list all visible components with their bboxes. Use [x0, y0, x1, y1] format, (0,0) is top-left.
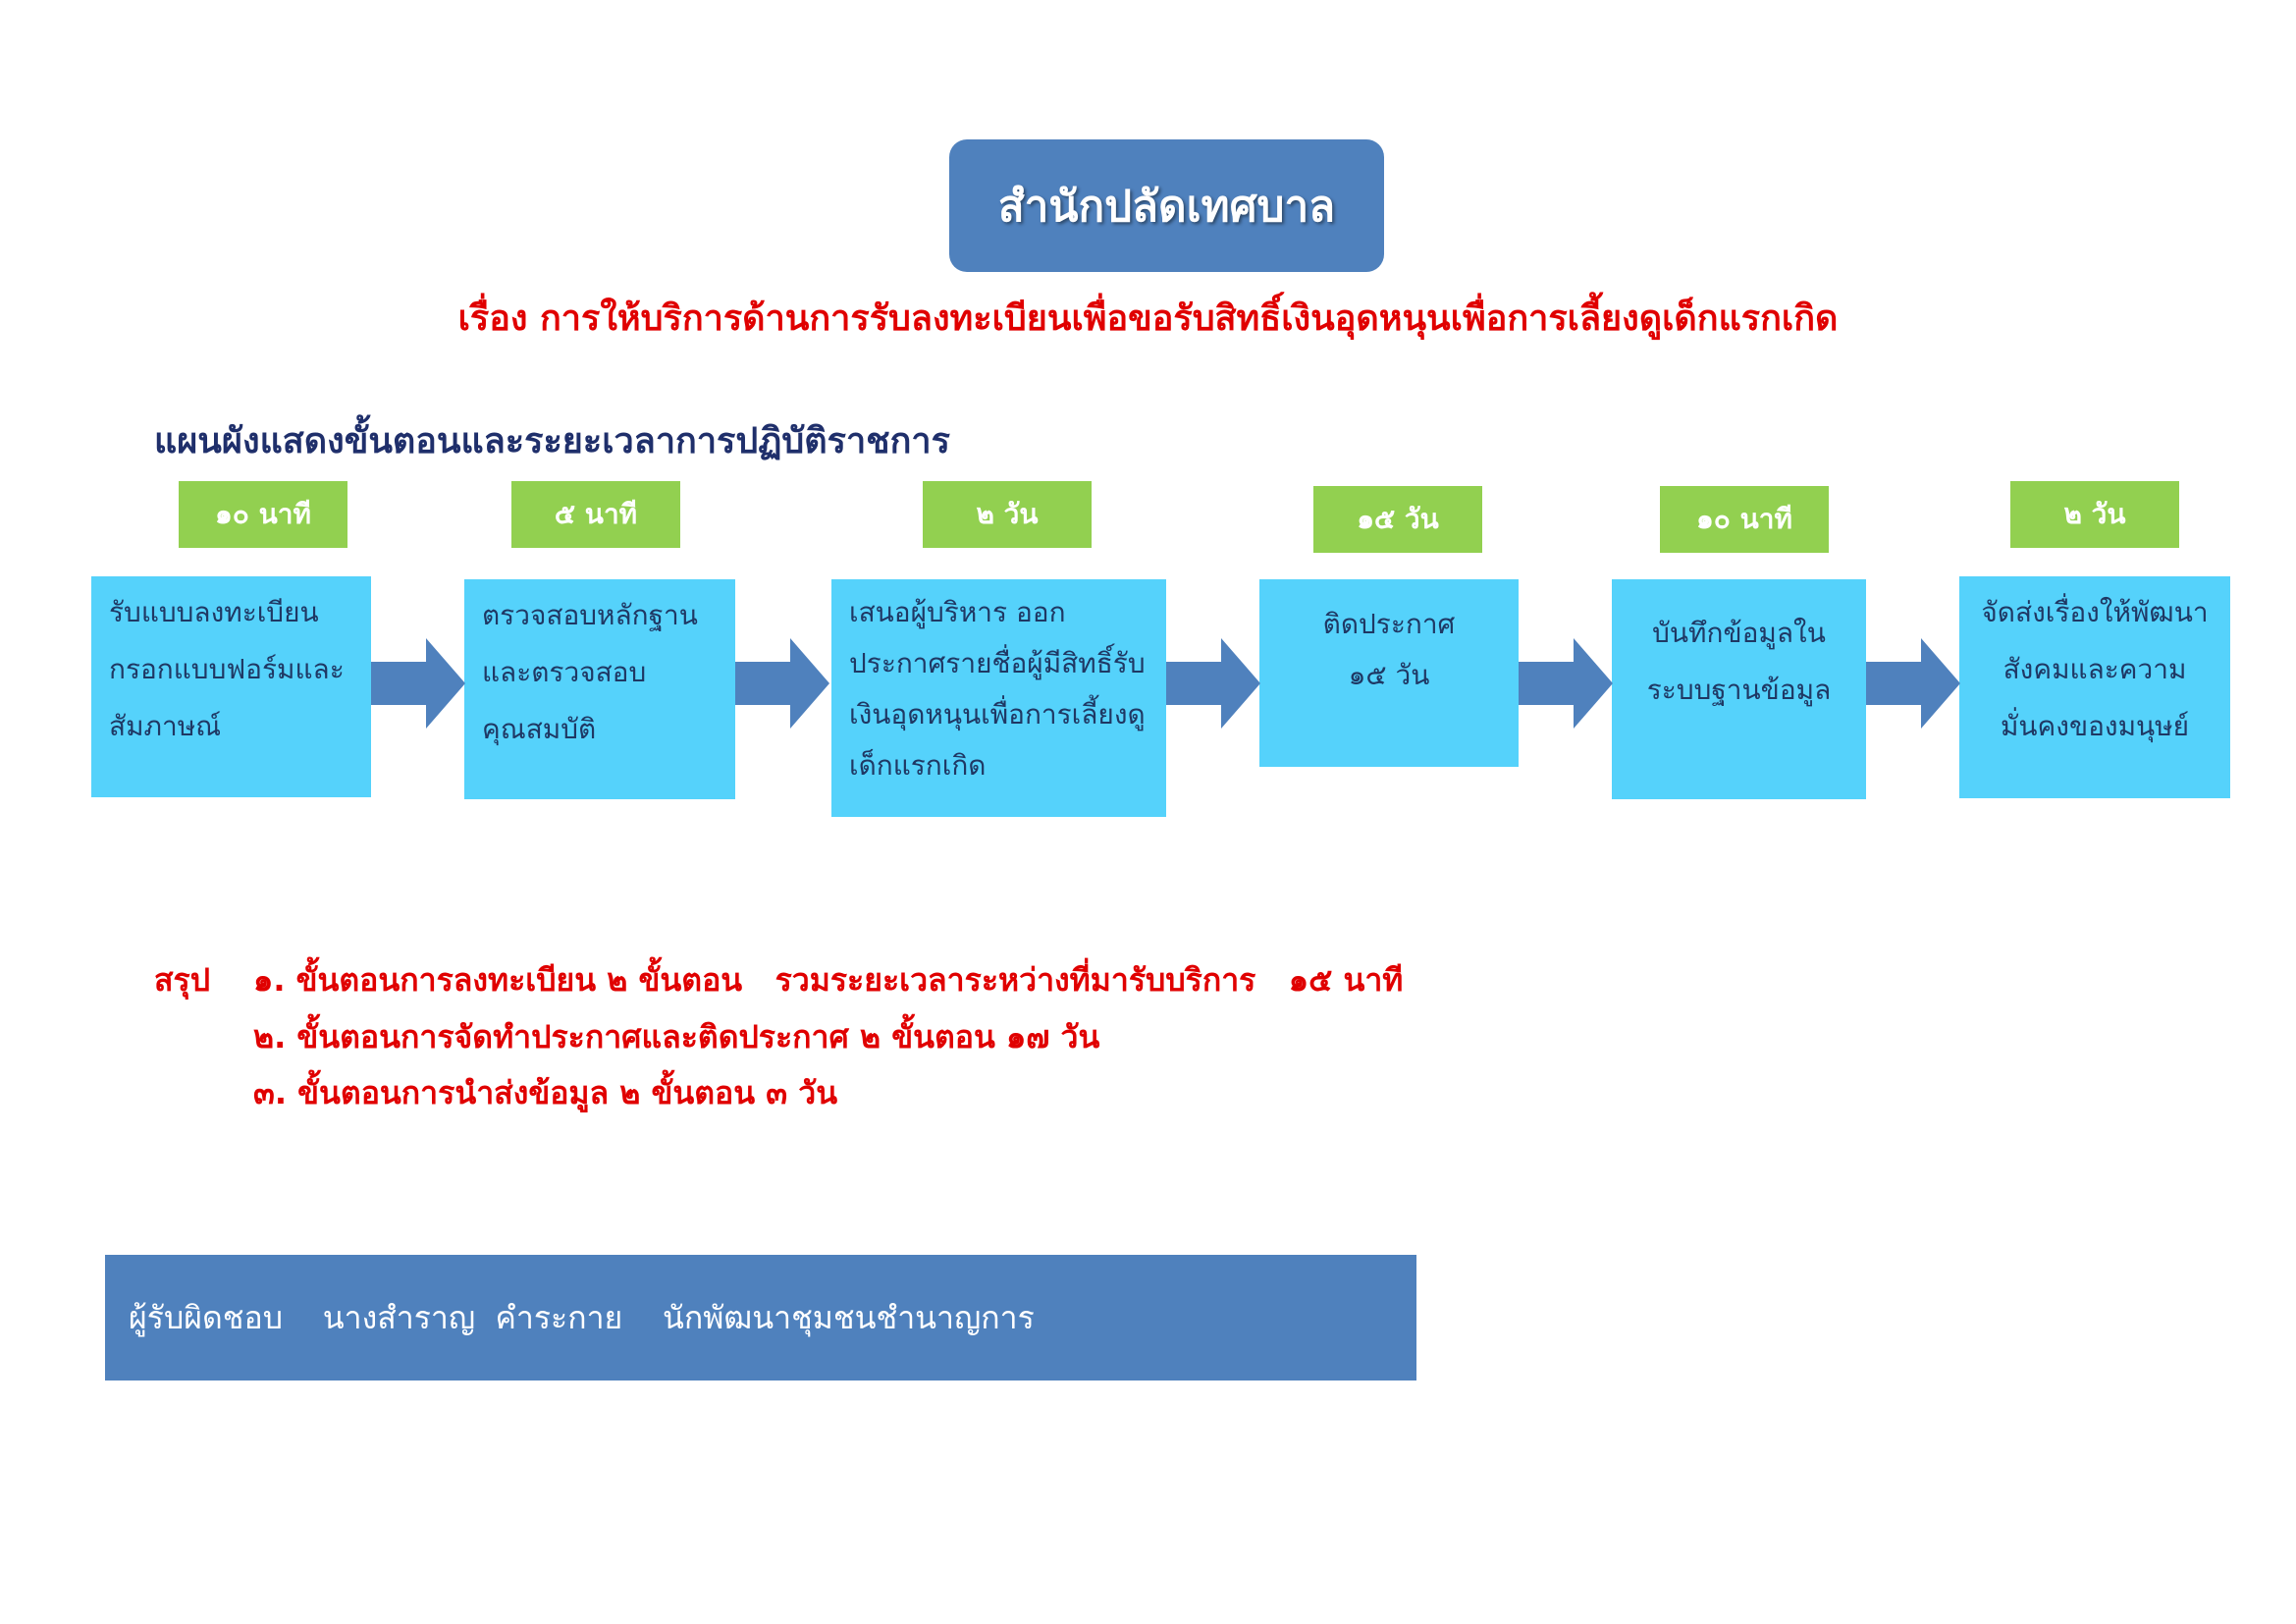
flow-arrow-icon	[735, 638, 829, 729]
step-5-line: บันทึกข้อมูลใน	[1652, 617, 1826, 649]
step-3-line: เด็กแรกเกิด	[849, 749, 987, 782]
step-3-line: เสนอผู้บริหาร ออก	[849, 596, 1066, 628]
step-5-box: บันทึกข้อมูลใน ระบบฐานข้อมูล	[1612, 579, 1866, 799]
step-1-duration: ๑๐ นาที	[179, 481, 347, 548]
step-1-line: สัมภาษณ์	[109, 710, 222, 742]
step-2-box: ตรวจสอบหลักฐาน และตรวจสอบ คุณสมบัติ	[464, 579, 735, 799]
step-6-box: จัดส่งเรื่องให้พัฒนา สังคมและความ มั่นคง…	[1959, 576, 2230, 798]
step-4-duration: ๑๕ วัน	[1313, 486, 1482, 553]
flow-arrow-icon	[1519, 638, 1613, 729]
office-title: สำนักปลัดเทศบาล	[949, 139, 1384, 272]
step-2-line: และตรวจสอบ	[482, 656, 647, 688]
step-1-line: รับแบบลงทะเบียน	[109, 596, 319, 628]
responsible-person-bar: ผู้รับผิดชอบ นางสำราญ คำระกาย นักพัฒนาชุ…	[105, 1255, 1416, 1380]
step-3-box: เสนอผู้บริหาร ออก ประกาศรายชื่อผู้มีสิทธ…	[831, 579, 1166, 817]
step-5-line: ระบบฐานข้อมูล	[1646, 674, 1832, 706]
step-3-duration: ๒ วัน	[923, 481, 1092, 548]
flow-arrow-icon	[1166, 638, 1260, 729]
step-2-line: คุณสมบัติ	[482, 713, 597, 745]
summary-line-2: ๒. ขั้นตอนการจัดทำประกาศและติดประกาศ ๒ ข…	[253, 1018, 1100, 1056]
step-1-box: รับแบบลงทะเบียน กรอกแบบฟอร์มและ สัมภาษณ์	[91, 576, 371, 797]
flow-arrow-icon	[371, 638, 465, 729]
summary-line-1: ๑. ขั้นตอนการลงทะเบียน ๒ ขั้นตอน รวมระยะ…	[253, 961, 1404, 999]
step-5-duration: ๑๐ นาที	[1660, 486, 1829, 553]
step-6-duration: ๒ วัน	[2010, 481, 2179, 548]
step-3-line: เงินอุดหนุนเพื่อการเลี้ยงดู	[849, 698, 1146, 731]
step-2-duration: ๕ นาที	[511, 481, 680, 548]
flow-arrow-icon	[1866, 638, 1960, 729]
step-1-line: กรอกแบบฟอร์มและ	[109, 653, 345, 685]
step-2-line: ตรวจสอบหลักฐาน	[482, 599, 698, 631]
step-3-line: ประกาศรายชื่อผู้มีสิทธิ์รับ	[849, 647, 1146, 679]
summary-label: สรุป	[154, 961, 211, 999]
step-4-line: ๑๕ วัน	[1348, 659, 1430, 691]
summary-line-3: ๓. ขั้นตอนการนำส่งข้อมูล ๒ ขั้นตอน ๓ วัน	[253, 1074, 838, 1111]
flowchart-heading: แผนผังแสดงขั้นตอนและระยะเวลาการปฏิบัติรา…	[154, 421, 950, 461]
subject-title: เรื่อง การให้บริการด้านการรับลงทะเบียนเพ…	[457, 298, 1839, 339]
step-6-line: จัดส่งเรื่องให้พัฒนา	[1981, 596, 2209, 628]
step-4-box: ติดประกาศ ๑๕ วัน	[1259, 579, 1519, 767]
step-6-line: สังคมและความ	[2002, 653, 2187, 685]
step-4-line: ติดประกาศ	[1322, 608, 1456, 640]
step-6-line: มั่นคงของมนุษย์	[2000, 710, 2190, 742]
